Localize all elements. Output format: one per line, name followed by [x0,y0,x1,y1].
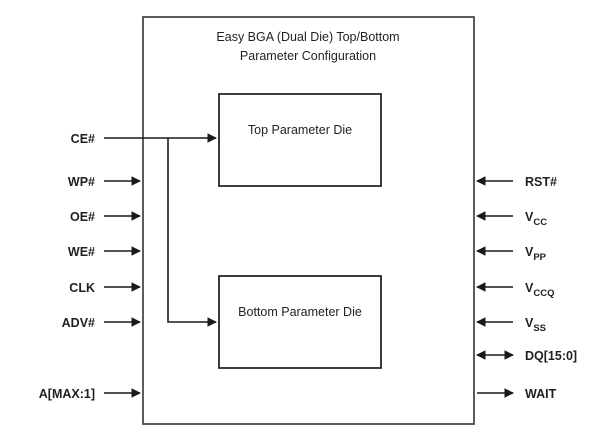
pin-rst-label: RST# [525,175,557,189]
ce-wire-branch-to-bottom-die [167,138,217,327]
pin-vcc-label: VCC [525,210,547,228]
pin-vss-base: V [525,316,534,330]
right-pin-wires [476,176,514,398]
pin-dq-label: DQ[15:0] [525,349,577,363]
pin-address-label: A[MAX:1] [39,387,95,401]
pin-oe-label: OE# [70,210,95,224]
pin-vccq-subscript: CCQ [533,288,554,299]
pin-we-label: WE# [68,245,95,259]
pin-vss-label: VSS [525,316,546,334]
pin-vcc-base: V [525,210,534,224]
pin-wait-label: WAIT [525,387,557,401]
ce-routing-net [104,133,217,327]
pin-vpp-subscript: PP [533,252,546,263]
pin-vpp-base: V [525,245,534,259]
pin-vcc-subscript: CC [533,217,547,228]
pin-vccq-base: V [525,281,534,295]
pin-ce-label: CE# [71,132,95,146]
top-parameter-die-box [218,93,382,187]
top-parameter-die-label: Top Parameter Die [248,123,352,137]
pin-clk-label: CLK [69,281,95,295]
diagram-title-line2: Parameter Configuration [240,49,376,63]
left-pin-wires [104,176,141,398]
pin-wp-label: WP# [68,175,95,189]
pin-vccq-label: VCCQ [525,281,554,299]
pin-vpp-label: VPP [525,245,547,263]
pin-vss-subscript: SS [533,323,546,334]
diagram-title-line1: Easy BGA (Dual Die) Top/Bottom [216,30,399,44]
bottom-parameter-die-box [218,275,382,369]
pin-adv-label: ADV# [62,316,95,330]
bottom-parameter-die-label: Bottom Parameter Die [238,305,362,319]
